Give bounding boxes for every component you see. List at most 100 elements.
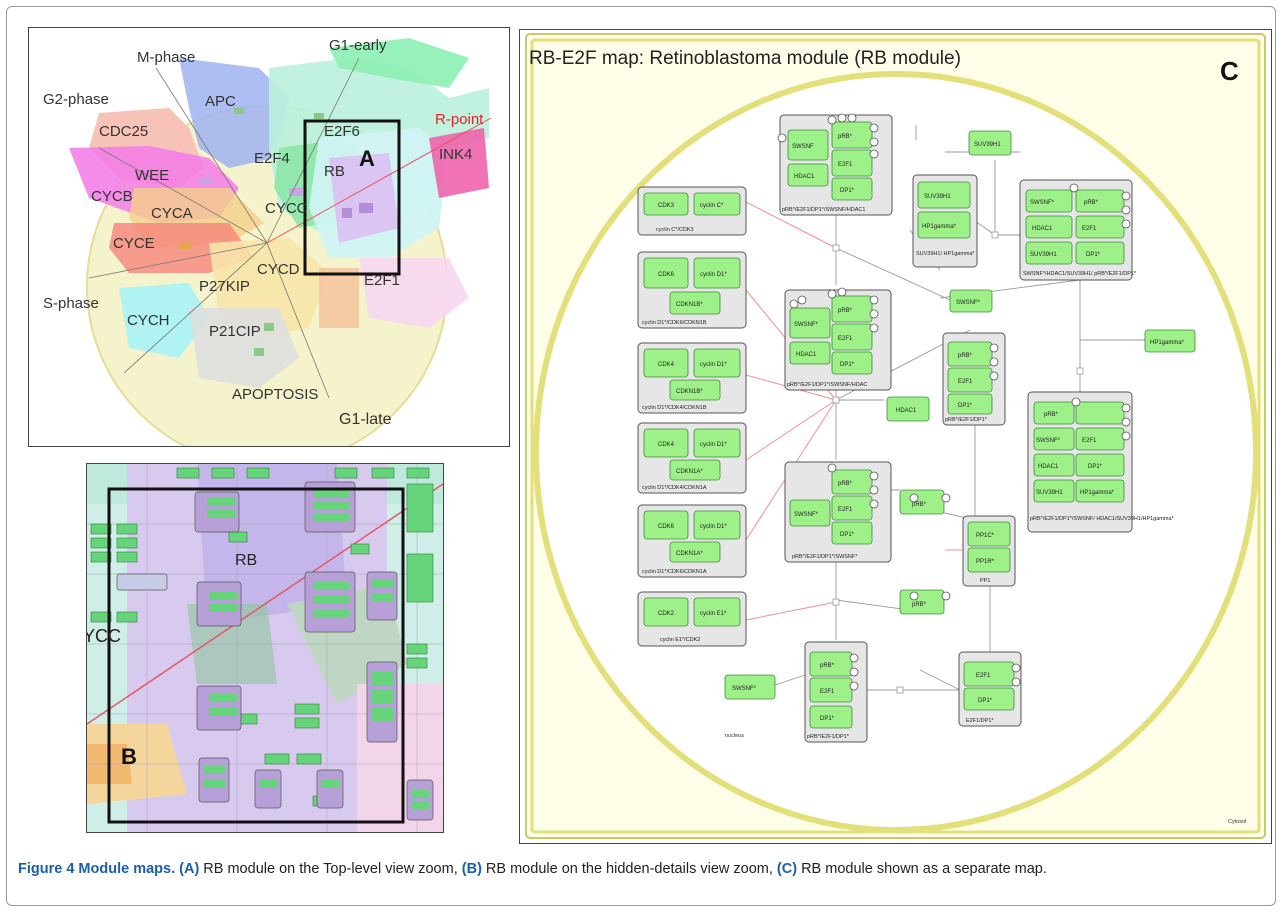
figure-caption: Figure 4 Module maps. (A) RB module on t… <box>18 858 1268 880</box>
species-label: DP1* <box>958 403 973 409</box>
species-label: cyclin E1* <box>700 611 727 617</box>
species-label: pRB* <box>912 502 927 508</box>
species-label: DP1* <box>840 532 855 538</box>
species-label: DP1* <box>1086 252 1101 258</box>
figure-frame <box>6 6 1276 906</box>
species-label: HP1gamma* <box>1150 340 1185 346</box>
species-label: SUV39H1 <box>974 142 1001 148</box>
label-e2f4: E2F4 <box>254 150 290 167</box>
species-label: CDK2 <box>658 611 675 617</box>
species-label: pRB* <box>820 663 835 669</box>
species-label: CDKN1B* <box>676 389 703 395</box>
species-label: HDAC1 <box>796 352 817 358</box>
caption-c6: cyclin E1*/CDK2 <box>660 637 700 643</box>
species-label: DP1* <box>1088 464 1103 470</box>
caption-c8: pRB*/E2F1/DP1*/SWSNF/HDAC <box>787 382 867 388</box>
caption-b-text: RB module on the hidden-details view zoo… <box>481 861 777 877</box>
panel-b-hidden-details-view: RB YCC B <box>86 463 444 833</box>
caption-c15: PP1 <box>980 578 990 584</box>
species-label: SWSNF* <box>732 686 757 692</box>
label-cyca: CYCA <box>151 205 193 222</box>
species-label: cyclin D1* <box>700 524 727 530</box>
species-label: cyclin D1* <box>700 272 727 278</box>
zoom-box-a <box>303 119 401 276</box>
species-label: CDK4 <box>658 362 675 368</box>
label-e2f6: E2F6 <box>324 123 360 140</box>
label-m-phase: M-phase <box>137 49 195 66</box>
cytosol-label: Cytosol <box>1228 819 1246 825</box>
label-cdc25: CDC25 <box>99 123 148 140</box>
species-label: CDK6 <box>658 272 675 278</box>
species-label: pRB* <box>1044 412 1059 418</box>
species-label: CDK6 <box>658 524 675 530</box>
species-label: SWSNF* <box>794 322 819 328</box>
species-label: SWSNF* <box>956 300 981 306</box>
label-g1-late: G1-late <box>339 411 392 428</box>
species-label: SWSNF* <box>1030 200 1055 206</box>
species-label: DP1* <box>820 716 835 722</box>
species-label: SUV39H1 <box>924 194 951 200</box>
species-label: cyclin D1* <box>700 442 727 448</box>
caption-c-text: RB module shown as a separate map. <box>797 861 1047 877</box>
caption-c7: pRB*/E2F1/DP1*/SWSNF/HDAC1 <box>782 207 865 213</box>
species-label: SUV39H1 <box>1030 252 1057 258</box>
label-p27kip: P27KIP <box>199 278 250 295</box>
label-apc: APC <box>205 93 236 110</box>
caption-figure-label: Figure 4 Module maps. <box>18 861 176 877</box>
marker-a: A <box>359 146 375 171</box>
label-cycc: CYCC <box>265 200 308 217</box>
caption-c2: cyclin D1*/CDK6/CDKN1B <box>642 320 707 326</box>
label-cyce: CYCE <box>113 235 155 252</box>
caption-a-text: RB module on the Top-level view zoom, <box>199 861 462 877</box>
species-label: DP1* <box>978 698 993 704</box>
label-s-phase: S-phase <box>43 295 99 312</box>
label-cycb: CYCB <box>91 188 133 205</box>
species-label: CDKN1A* <box>676 469 703 475</box>
species-label: DP1* <box>840 362 855 368</box>
species-label: HP1gamma* <box>922 224 957 230</box>
panel-a-top-level-view: G1-early M-phase G2-phase R-point APC CD… <box>28 27 510 447</box>
label-g2-phase: G2-phase <box>43 91 109 108</box>
species-label: E2F1 <box>838 507 853 513</box>
species-label: CDK3 <box>658 203 675 209</box>
label-g1-early: G1-early <box>329 37 387 54</box>
caption-c5: cyclin D1*/CDK6/CDKN1A <box>642 569 707 575</box>
species-label: HDAC1 <box>1038 464 1059 470</box>
label-cych: CYCH <box>127 312 170 329</box>
caption-c4: cyclin D1*/CDK4/CDKN1A <box>642 485 707 491</box>
caption-c12: SUV39H1/ HP1gamma* <box>916 251 976 257</box>
label-cycd: CYCD <box>257 261 300 278</box>
species-label: SWSNF <box>792 144 814 150</box>
label-p21cip: P21CIP <box>209 323 261 340</box>
species-label: HP1gamma* <box>1080 490 1115 496</box>
species-label: HDAC1 <box>794 174 815 180</box>
species-label: E2F1 <box>1082 438 1097 444</box>
caption-c-label: (C) <box>776 861 798 877</box>
caption-c13: SWSNF*/HDAC1/SUV39H1/ pRB*/E2F1/DP1* <box>1023 271 1137 277</box>
species-label: cyclin C* <box>700 203 724 209</box>
label-ink4: INK4 <box>439 146 472 163</box>
species-label: cyclin D1* <box>700 362 727 368</box>
species-label: SWSNF* <box>794 512 819 518</box>
marker-b: B <box>121 744 137 769</box>
species-label: DP1* <box>840 188 855 194</box>
species-label: E2F1 <box>976 673 991 679</box>
label-r-point: R-point <box>435 111 484 128</box>
species-label: E2F1 <box>1082 226 1097 232</box>
label-e2f1: E2F1 <box>364 272 400 289</box>
species-label: pRB* <box>838 481 853 487</box>
caption-c1: cyclin C*/CDK3 <box>656 227 694 233</box>
nucleus-label: nucleus <box>725 733 744 739</box>
caption-c9: pRB*/E2F1/DP1*/SWSNF* <box>792 554 858 560</box>
species-label: SUV39H1 <box>1036 490 1063 496</box>
marker-c: C <box>1220 56 1239 86</box>
label-wee: WEE <box>135 167 169 184</box>
species-label: HDAC1 <box>896 408 917 414</box>
species-label: E2F1 <box>838 162 853 168</box>
label-apoptosis: APOPTOSIS <box>232 386 318 403</box>
species-label: E2F1 <box>958 379 973 385</box>
species-label: pRB* <box>838 134 853 140</box>
caption-c10: pRB*/E2F1/DP1* <box>807 734 850 740</box>
species-label: E2F1 <box>838 336 853 342</box>
caption-c16: E2F1/DP1* <box>966 718 994 724</box>
